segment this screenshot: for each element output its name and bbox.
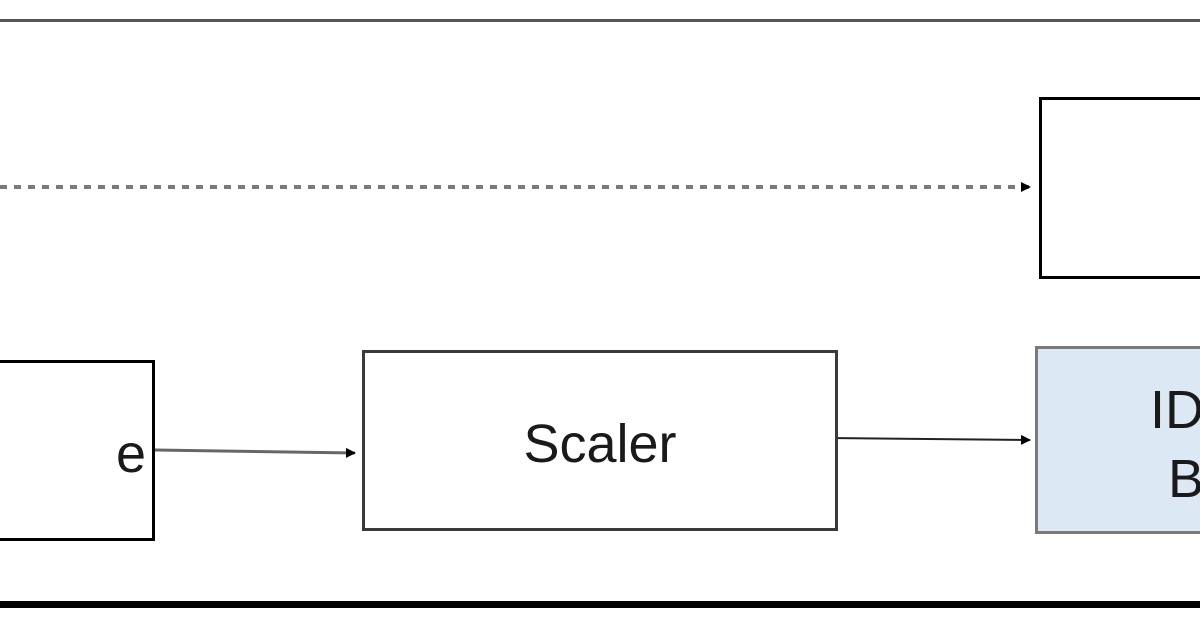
arrow-scaler-to-idb bbox=[827, 434, 1031, 445]
idb-block-label-line2: B bbox=[1168, 449, 1200, 509]
idb-block: ID B bbox=[1035, 346, 1200, 534]
scaler-block-label: Scaler bbox=[523, 414, 677, 474]
arrow-left-to-scaler bbox=[154, 447, 356, 458]
top-right-block bbox=[1039, 97, 1200, 279]
left-block-label: e bbox=[115, 424, 146, 484]
frame-top-border bbox=[0, 19, 1200, 22]
idb-block-label-line1: ID bbox=[1150, 380, 1200, 440]
left-block: e bbox=[0, 360, 155, 541]
frame-bottom-border bbox=[0, 601, 1200, 608]
scaler-block: Scaler bbox=[362, 350, 838, 531]
